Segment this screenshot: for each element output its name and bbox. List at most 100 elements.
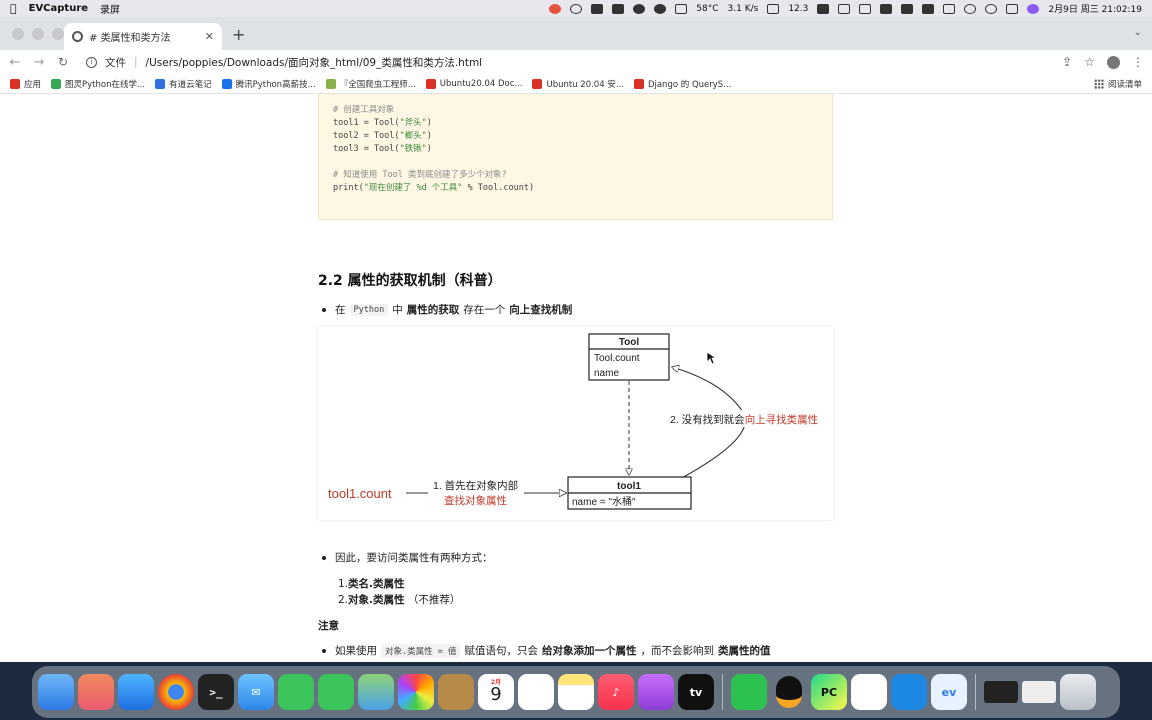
address-bar[interactable]: i 文件 | /Users/poppies/Downloads/面向对象_htm… (80, 51, 1052, 73)
spotlight-search-icon[interactable] (985, 3, 998, 14)
control-center-icon[interactable] (1006, 3, 1019, 14)
reading-list-button[interactable]: 阅读清单 (1093, 78, 1142, 90)
macos-menubar:  EVCapture 录屏 58°C 3.1 K/s 12.3 2月9日 周三… (0, 0, 1152, 17)
code-string: "斧头" (399, 118, 427, 128)
bullet-lookup: 在 Python 中 属性的获取 存在一个 向上查找机制 (322, 302, 572, 317)
attribute-lookup-diagram: Tool Tool.count name 2. 没有找到就会向上寻找类属性 to… (318, 327, 833, 520)
photos-icon[interactable] (398, 674, 434, 710)
bullet-text: 存在一个 (463, 304, 506, 316)
close-tab-icon[interactable]: ✕ (204, 30, 214, 43)
tool1-object-box: tool1 name = "水桶" (567, 476, 692, 510)
bookmark-item[interactable]: 腾讯Python高薪技... (221, 78, 316, 90)
bullet-text: 因此，要访问类属性有两种方式： (335, 552, 493, 564)
vscode-icon[interactable] (891, 674, 927, 710)
bookmark-label: Ubuntu20.04 Doc... (439, 78, 523, 89)
calendar-icon[interactable]: 2月 9 (478, 674, 514, 710)
tab-active[interactable]: # 类属性和类方法 ✕ (64, 23, 222, 50)
music-icon[interactable]: ♪ (598, 674, 634, 710)
colorful-app-icon[interactable] (549, 3, 562, 14)
wechat-icon[interactable] (731, 674, 767, 710)
battery-monitor-icon[interactable] (767, 3, 780, 14)
bluetooth-icon[interactable] (901, 3, 914, 14)
app-switch-icon[interactable] (922, 3, 935, 14)
tab-search-chevron-icon[interactable]: ⌄ (1133, 27, 1142, 38)
apple-menu-icon[interactable]:  (10, 2, 17, 15)
forward-arrow-icon[interactable]: → (33, 54, 45, 70)
url-path: /Users/poppies/Downloads/面向对象_html/09_类属… (145, 56, 483, 69)
bookmark-favicon-icon (532, 78, 543, 89)
bookmark-favicon-icon (633, 78, 644, 89)
grid-app-icon[interactable] (612, 3, 625, 14)
bookmark-favicon-icon (325, 78, 336, 89)
podcasts-icon[interactable] (638, 674, 674, 710)
reload-icon[interactable]: ↻ (57, 55, 69, 69)
window-icon[interactable] (838, 3, 851, 14)
app-menu-name[interactable]: EVCapture (22, 3, 88, 14)
bookmark-item[interactable]: Ubuntu20.04 Doc... (425, 78, 523, 89)
bookmark-item[interactable]: 应用 (10, 78, 41, 90)
info-icon[interactable]: i (86, 56, 97, 68)
reminders-icon[interactable] (518, 674, 554, 710)
volume-icon[interactable] (880, 3, 893, 14)
macos-dock: >_ ✉ 2月 9 ♪ tv PC ev (32, 666, 1120, 718)
menubar-clock[interactable]: 2月9日 周三 21:02:19 (1048, 5, 1142, 15)
chrome-icon[interactable] (158, 674, 194, 710)
finder-icon[interactable] (38, 674, 74, 710)
bookmark-item[interactable]: 图灵Python在线学... (51, 78, 145, 90)
keyboard-icon[interactable] (817, 3, 830, 14)
maps-icon[interactable] (358, 674, 394, 710)
close-window-button[interactable] (12, 28, 24, 40)
display-icon[interactable] (675, 3, 688, 14)
back-arrow-icon[interactable]: ← (9, 54, 21, 70)
zoom-window-button[interactable] (52, 28, 64, 40)
bookmark-item[interactable]: Django 的 QueryS... (633, 78, 731, 90)
bookmark-item[interactable]: Ubuntu 20.04 安... (532, 78, 624, 90)
minimized-window-icon[interactable] (984, 681, 1018, 703)
browser-window: # 类属性和类方法 ✕ + ⌄ ← → ↻ i 文件 | /Users/popp… (0, 17, 1152, 662)
more-menu-icon[interactable]: ⋮ (1132, 55, 1144, 69)
profile-avatar[interactable] (1107, 55, 1120, 69)
bookmark-label: 『全国爬虫工程师... (339, 79, 416, 90)
browser-toolbar: ← → ↻ i 文件 | /Users/poppies/Downloads/面向… (0, 50, 1152, 74)
bookmark-item[interactable]: 有道云笔记 (155, 78, 212, 90)
launchpad-icon[interactable] (78, 674, 114, 710)
code-string: "现在创建了 %d 个工具" (363, 183, 463, 193)
trash-icon[interactable] (1060, 674, 1096, 710)
safari-icon[interactable] (118, 674, 154, 710)
messages-icon[interactable] (318, 674, 354, 710)
netdisk-icon[interactable] (570, 3, 583, 14)
screen-mirror-icon[interactable] (859, 3, 872, 14)
bullet-text: 中 (392, 304, 403, 316)
code-text: print( (333, 183, 364, 193)
wechat-status-icon[interactable] (654, 3, 667, 14)
tab-strip: # 类属性和类方法 ✕ + ⌄ (0, 17, 1152, 50)
step1-label-line2: 查找对象属性 (444, 494, 507, 507)
tool1-object-attr: name = "水桶" (572, 495, 636, 508)
code-text: tool2 = Tool( (333, 131, 400, 141)
facetime-icon[interactable] (278, 674, 314, 710)
wifi-icon[interactable] (964, 3, 977, 14)
notes-icon[interactable] (558, 674, 594, 710)
mail-icon[interactable]: ✉ (238, 674, 274, 710)
contacts-icon[interactable] (438, 674, 474, 710)
qq-icon[interactable] (771, 674, 807, 710)
minimized-window-icon[interactable] (1022, 681, 1056, 703)
apple-tv-icon[interactable]: tv (678, 674, 714, 710)
terminal-icon[interactable]: >_ (198, 674, 234, 710)
bookmark-star-icon[interactable]: ☆ (1084, 55, 1095, 69)
battery-icon[interactable] (943, 3, 956, 14)
evcapture-icon[interactable]: ev (931, 674, 967, 710)
baidu-netdisk-icon[interactable] (851, 674, 887, 710)
bullet-bold: 向上查找机制 (509, 304, 573, 316)
share-icon[interactable]: ⇪ (1062, 55, 1073, 69)
minimize-window-button[interactable] (32, 28, 44, 40)
siri-icon[interactable] (1027, 3, 1040, 14)
menu-item-record[interactable]: 录屏 (93, 5, 120, 16)
stats-icon[interactable] (591, 3, 604, 14)
new-tab-button[interactable]: + (232, 25, 246, 44)
pycharm-icon[interactable]: PC (811, 674, 847, 710)
bookmark-item[interactable]: 『全国爬虫工程师... (325, 78, 416, 90)
notification-bell-icon[interactable] (633, 3, 646, 14)
bookmark-label: 腾讯Python高薪技... (235, 79, 316, 90)
code-text: ) (426, 144, 432, 154)
